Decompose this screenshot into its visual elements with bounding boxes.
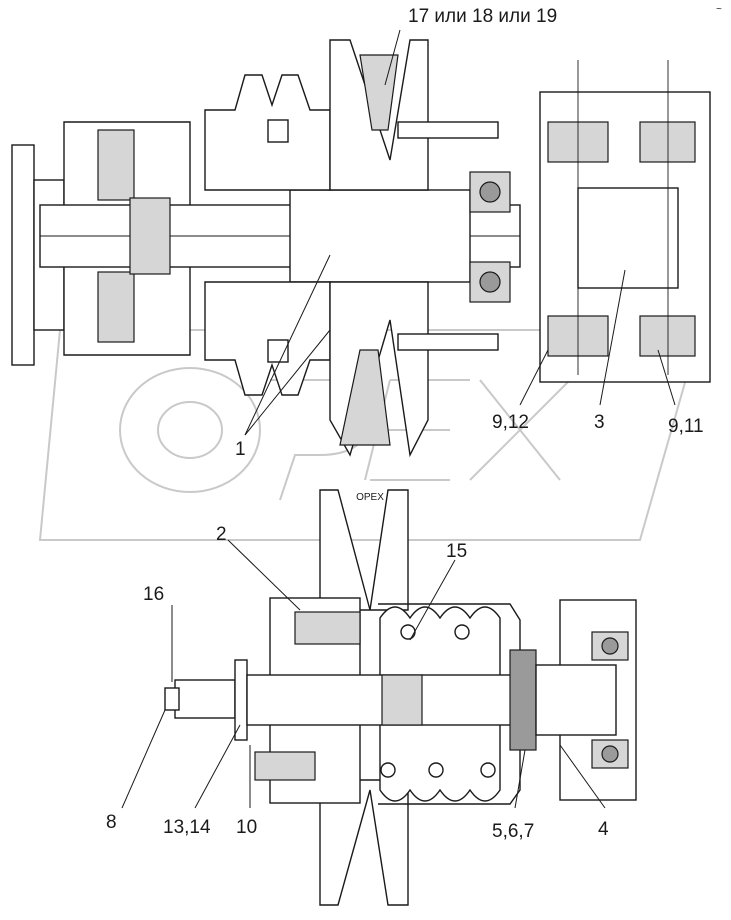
callout-top-variants: 17 или 18 или 19	[408, 6, 557, 27]
lower-variator-disc-lower	[319, 779, 409, 906]
shaft-key	[381, 674, 423, 726]
callout-16: 16	[143, 584, 164, 605]
callout-labels: 17 или 18 или 19 1 9,12 3 9,11 2 15 16 8…	[106, 4, 722, 842]
bolt-upper	[397, 121, 499, 139]
nut-upper	[267, 119, 289, 143]
variator-disc-upper	[329, 39, 429, 191]
double-pulley-lower	[204, 281, 331, 396]
grease-fitting	[164, 687, 180, 711]
shaft-end-nut	[174, 679, 236, 719]
callout-3: 3	[594, 412, 605, 433]
callout-9-11: 9,11	[668, 416, 704, 437]
lower-bolt-upper	[294, 611, 361, 645]
callout-10: 10	[236, 817, 257, 838]
callout-9-12: 9,12	[492, 412, 529, 433]
leader-lines	[121, 29, 676, 809]
housing-bearing-upper	[97, 129, 135, 201]
bearing-upper	[469, 171, 511, 213]
bolt-lower	[397, 333, 499, 351]
bottom-assembly	[164, 489, 637, 906]
housing-bearing-lower	[97, 271, 135, 343]
washer	[234, 659, 248, 741]
shaft-hub	[289, 189, 471, 283]
coupling-sleeve	[577, 187, 679, 289]
lower-bolt-lower	[254, 751, 316, 781]
top-assembly	[11, 39, 711, 458]
watermark-text: OPEX	[356, 492, 384, 503]
callout-13-14: 13,14	[163, 817, 211, 838]
lower-variator-disc-upper	[319, 489, 409, 611]
callout-4: 4	[598, 819, 609, 840]
coupling-bolt-upper-right	[639, 121, 696, 163]
coupling-bolt-lower-right	[639, 315, 696, 357]
left-flange	[11, 144, 35, 366]
shaft-collar	[129, 197, 171, 275]
circlip-stack	[509, 649, 537, 751]
nut-lower	[267, 339, 289, 363]
callout-8: 8	[106, 812, 117, 833]
right-hub	[535, 664, 617, 736]
callout-15: 15	[446, 541, 467, 562]
callout-5-6-7: 5,6,7	[492, 821, 534, 842]
callout-2: 2	[216, 524, 227, 545]
callout-1: 1	[235, 439, 246, 460]
belt-lower	[339, 349, 391, 446]
corner-mark: ~	[716, 4, 722, 15]
